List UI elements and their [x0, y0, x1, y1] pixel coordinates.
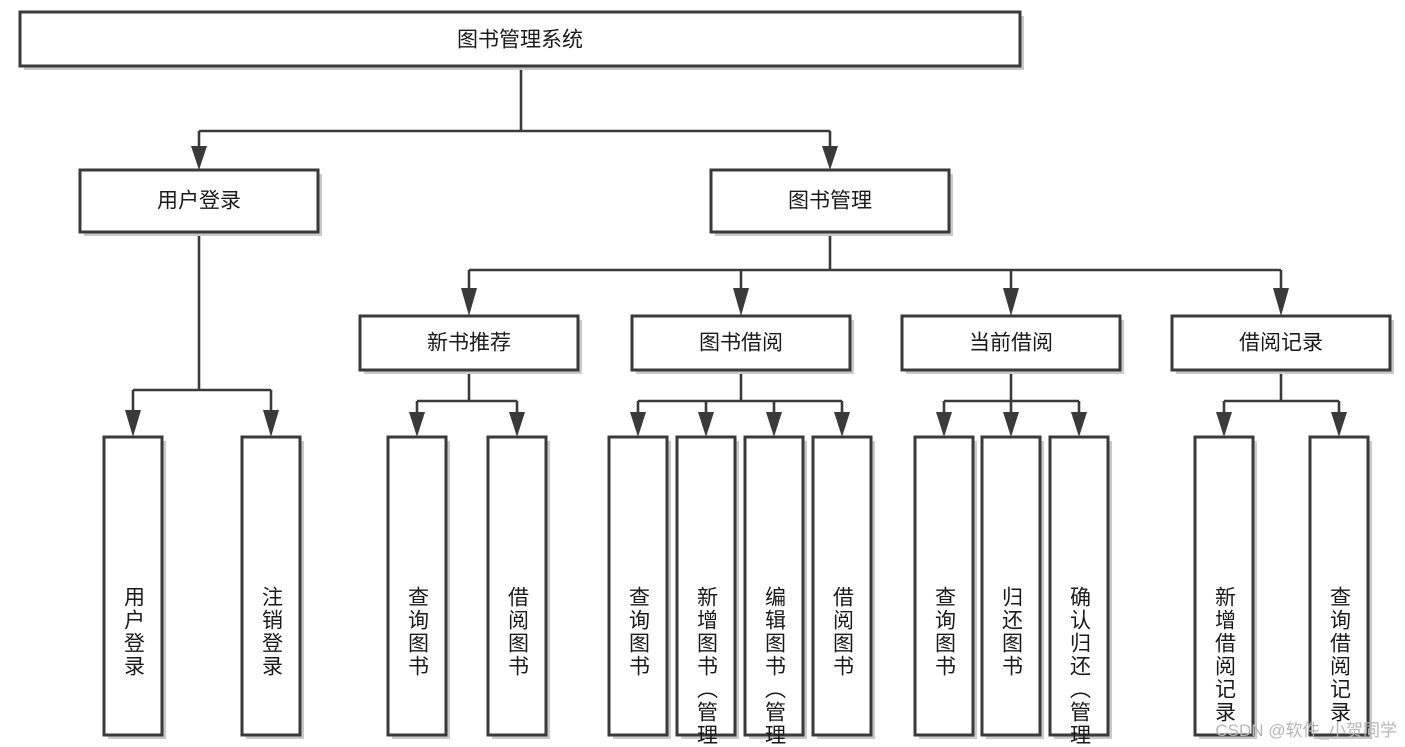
- leaf-label-query-record: 查询借阅记录: [1328, 586, 1352, 724]
- connector-newbook-to-leaves: [409, 374, 525, 437]
- node-label-system-root: 图书管理系统: [457, 29, 583, 52]
- connector-bookborrow-to-leaves: [630, 374, 850, 437]
- leaf-confirm-return[interactable]: 确认归还（管理员）: [1048, 435, 1112, 747]
- node-label-current-borrow: 当前借阅: [969, 332, 1053, 355]
- node-book-borrow[interactable]: 图书借阅: [630, 314, 854, 374]
- leaf-label-query-book-1: 查询图书: [406, 586, 430, 678]
- connector-bookmgmt-to-level3: [461, 233, 1289, 316]
- connectors-root: [125, 68, 1347, 437]
- leaf-label-query-book-3: 查询图书: [933, 586, 957, 678]
- leaf-query-record[interactable]: 查询借阅记录: [1308, 435, 1372, 739]
- leaf-logout[interactable]: 注销登录: [240, 435, 304, 739]
- leaf-label-edit-book: 编辑图书（管理员）: [763, 586, 787, 747]
- leaf-borrow-book-1[interactable]: 借阅图书: [486, 435, 550, 739]
- leaf-label-user-login: 用户登录: [122, 586, 146, 678]
- leaf-label-return-book: 归还图书: [1000, 586, 1024, 678]
- node-book-management[interactable]: 图书管理: [709, 168, 953, 236]
- leaf-query-book-3[interactable]: 查询图书: [913, 435, 977, 739]
- connector-root-to-level2: [191, 68, 838, 170]
- leaf-label-borrow-book-2: 借阅图书: [831, 586, 855, 678]
- node-borrow-record[interactable]: 借阅记录: [1170, 314, 1394, 374]
- leaf-label-confirm-return: 确认归还（管理员）: [1068, 586, 1092, 747]
- node-label-borrow-record: 借阅记录: [1239, 332, 1323, 355]
- leaf-borrow-book-2[interactable]: 借阅图书: [811, 435, 875, 739]
- leaf-label-borrow-book-1: 借阅图书: [506, 586, 530, 678]
- leaf-label-add-record: 新增借阅记录: [1213, 586, 1237, 724]
- node-system-root[interactable]: 图书管理系统: [18, 10, 1024, 70]
- leaf-add-record[interactable]: 新增借阅记录: [1193, 435, 1257, 739]
- connector-currentborrow-to-leaves: [936, 374, 1087, 437]
- node-label-book-borrow: 图书借阅: [699, 332, 783, 355]
- node-current-borrow[interactable]: 当前借阅: [900, 314, 1124, 374]
- leaf-label-logout: 注销登录: [260, 586, 284, 678]
- node-user-login[interactable]: 用户登录: [78, 168, 322, 236]
- leaf-add-book[interactable]: 新增图书（管理员）: [675, 435, 739, 747]
- leaf-label-query-book-2: 查询图书: [627, 586, 651, 678]
- leaf-label-add-book: 新增图书（管理员）: [695, 586, 719, 747]
- node-label-user-login: 用户登录: [157, 190, 241, 213]
- node-label-new-book-recommend: 新书推荐: [427, 332, 511, 355]
- leaf-query-book-2[interactable]: 查询图书: [607, 435, 671, 739]
- node-new-book-recommend[interactable]: 新书推荐: [358, 314, 582, 374]
- leaf-return-book[interactable]: 归还图书: [980, 435, 1044, 739]
- connector-borrowrecord-to-leaves: [1216, 374, 1347, 437]
- leaf-edit-book[interactable]: 编辑图书（管理员）: [743, 435, 807, 747]
- leaf-user-login[interactable]: 用户登录: [102, 435, 166, 739]
- connector-userlogin-to-leaves: [125, 233, 279, 437]
- leaf-query-book-1[interactable]: 查询图书: [386, 435, 450, 739]
- watermark-text: CSDN @软件_小贺同学: [1215, 721, 1397, 740]
- node-label-book-management: 图书管理: [788, 190, 872, 213]
